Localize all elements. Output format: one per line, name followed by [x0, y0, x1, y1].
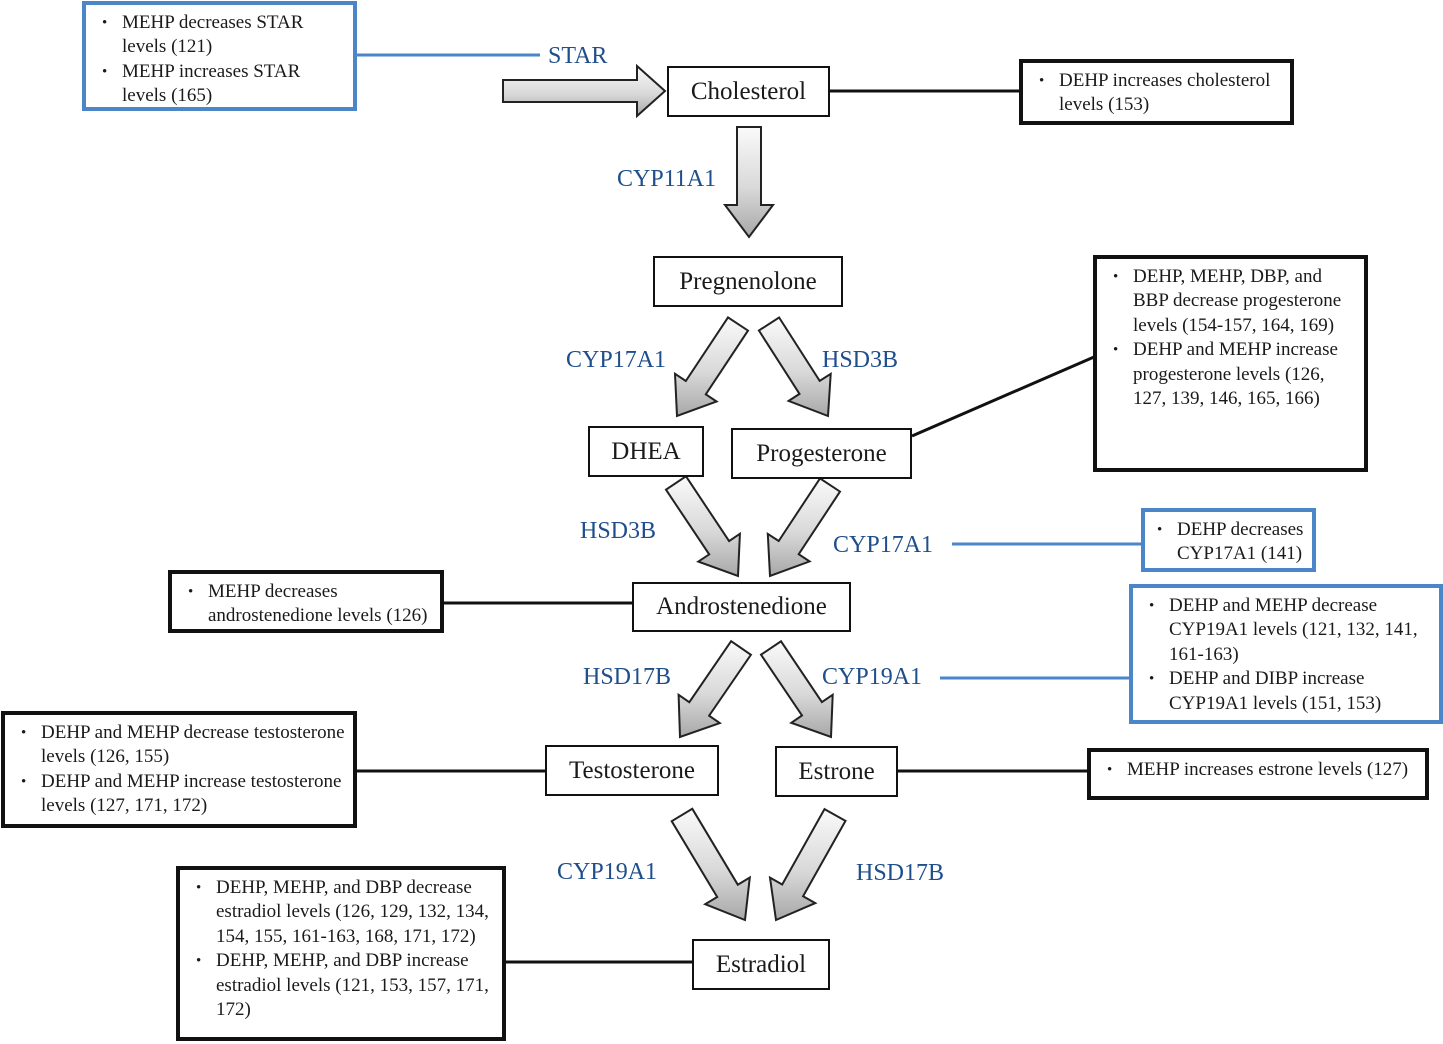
note-cholesterol: DEHP increases cholesterol levels (153)	[1019, 59, 1294, 125]
node-label: Androstenedione	[656, 593, 827, 620]
node-label: Cholesterol	[690, 77, 807, 105]
enzyme-cyp19a1-bottom: CYP19A1	[557, 859, 658, 885]
arrow-testosterone-to-estradiol	[670, 807, 752, 922]
enzyme-hsd17b-bottom: HSD17B	[856, 860, 945, 886]
arrow-star-to-cholesterol	[502, 63, 667, 119]
node-label: Estrone	[798, 757, 875, 785]
node-androstenedione: Androstenedione	[632, 582, 851, 632]
note-item: DEHP decreases CYP17A1 (141)	[1155, 518, 1304, 567]
note-item: MEHP increases estrone levels (127)	[1105, 758, 1417, 783]
arrow-androstenedione-to-testosterone	[677, 639, 753, 739]
node-progesterone: Progesterone	[731, 428, 912, 479]
connector-progesterone-note	[911, 355, 1095, 438]
enzyme-hsd17b-left: HSD17B	[583, 664, 672, 690]
enzyme-cyp11a1: CYP11A1	[617, 166, 717, 192]
enzyme-cyp17a1-left: CYP17A1	[566, 347, 667, 373]
note-estrone: MEHP increases estrone levels (127)	[1087, 748, 1429, 800]
arrow-dhea-to-androstenedione	[664, 474, 741, 578]
node-label: Estradiol	[715, 950, 807, 978]
enzyme-cyp19a1-right: CYP19A1	[822, 664, 923, 690]
arrow-androstenedione-to-estrone	[759, 639, 834, 739]
note-testosterone: DEHP and MEHP decrease testosterone leve…	[1, 711, 357, 828]
note-item: DEHP and MEHP increase progesterone leve…	[1111, 338, 1356, 411]
node-pregnenolone: Pregnenolone	[653, 256, 843, 307]
note-item: DEHP, MEHP, and DBP increase estradiol l…	[194, 949, 494, 1022]
note-star: MEHP decreases STAR levels (121) MEHP in…	[82, 1, 357, 111]
node-label: Testosterone	[569, 756, 695, 784]
arrow-estrone-to-estradiol	[768, 807, 847, 922]
enzyme-star: STAR	[548, 43, 608, 69]
node-cholesterol: Cholesterol	[667, 66, 830, 117]
note-item: DEHP and MEHP increase testosterone leve…	[19, 770, 345, 819]
node-estradiol: Estradiol	[692, 939, 830, 990]
note-item: MEHP increases STAR levels (165)	[100, 60, 345, 109]
arrow-pregnenolone-to-progesterone	[757, 316, 832, 418]
note-cyp19a1: DEHP and MEHP decrease CYP19A1 levels (1…	[1129, 584, 1443, 724]
node-testosterone: Testosterone	[545, 745, 719, 796]
enzyme-hsd3b-right: HSD3B	[822, 347, 899, 373]
arrow-pregnenolone-to-dhea	[673, 316, 750, 418]
node-dhea: DHEA	[588, 426, 704, 477]
note-item: DEHP, MEHP, DBP, and BBP decrease proges…	[1111, 265, 1356, 338]
note-item: MEHP decreases androstenedione levels (1…	[186, 580, 432, 629]
arrow-cholesterol-to-pregnenolone	[723, 126, 775, 239]
note-item: DEHP increases cholesterol levels (153)	[1037, 69, 1282, 118]
enzyme-cyp17a1-right: CYP17A1	[833, 532, 934, 558]
note-item: MEHP decreases STAR levels (121)	[100, 11, 345, 60]
note-item: DEHP and DIBP increase CYP19A1 levels (1…	[1147, 667, 1431, 716]
note-item: DEHP, MEHP, and DBP decrease estradiol l…	[194, 876, 494, 949]
node-estrone: Estrone	[775, 746, 898, 797]
arrow-progesterone-to-androstenedione	[766, 477, 842, 578]
note-estradiol: DEHP, MEHP, and DBP decrease estradiol l…	[176, 866, 506, 1041]
node-label: DHEA	[611, 437, 681, 465]
note-item: DEHP and MEHP decrease testosterone leve…	[19, 721, 345, 770]
note-progesterone: DEHP, MEHP, DBP, and BBP decrease proges…	[1093, 255, 1368, 472]
node-label: Pregnenolone	[679, 267, 817, 295]
enzyme-hsd3b-left: HSD3B	[580, 518, 657, 544]
node-label: Progesterone	[756, 439, 887, 467]
note-item: DEHP and MEHP decrease CYP19A1 levels (1…	[1147, 594, 1431, 667]
note-cyp17a1: DEHP decreases CYP17A1 (141)	[1141, 508, 1316, 572]
note-androstenedione: MEHP decreases androstenedione levels (1…	[168, 570, 444, 633]
